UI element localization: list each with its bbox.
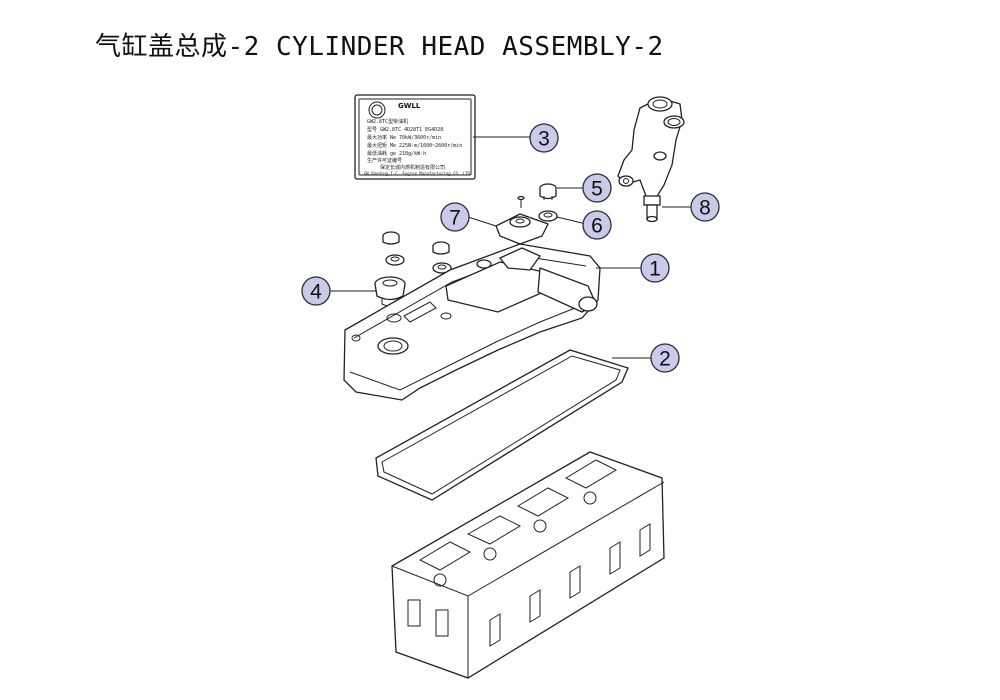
callout-7: 7 bbox=[440, 202, 470, 232]
plate-line-3: 最大功率 Ne 70kW/3600r/min bbox=[367, 134, 441, 141]
plate-line-5: 最低油耗 ge 218g/kW·h bbox=[367, 150, 426, 157]
washer bbox=[538, 210, 558, 222]
callout-bubble bbox=[529, 123, 559, 153]
oil-filler-bolts bbox=[382, 231, 452, 274]
breather-pipe bbox=[617, 96, 685, 223]
page-title: 气缸盖总成-2 CYLINDER HEAD ASSEMBLY-2 bbox=[95, 32, 664, 62]
callout-2: 2 bbox=[650, 343, 680, 373]
callout-bubble bbox=[690, 192, 720, 222]
callout-bubble bbox=[301, 276, 331, 306]
callout-bubble bbox=[650, 343, 680, 373]
callout-8: 8 bbox=[690, 192, 720, 222]
callout-6: 6 bbox=[582, 210, 612, 240]
nameplate: GWLL GW2.8TC型柴油机 型号 GW2.8TC 4D28T1 EG4D2… bbox=[354, 94, 476, 180]
leader-lines bbox=[328, 136, 694, 359]
plate-line-7: 保定长城内燃机制造有限公司 bbox=[380, 164, 445, 171]
plate-line-1: GW2.8TC型柴油机 bbox=[367, 118, 408, 125]
callout-number: 2 bbox=[659, 348, 671, 371]
screw bbox=[517, 195, 525, 208]
plate-line-6: 生产许可证编号 bbox=[367, 157, 402, 164]
callout-4: 4 bbox=[301, 276, 331, 306]
oil-filler-cap bbox=[374, 276, 406, 307]
callout-number: 4 bbox=[310, 281, 322, 304]
callout-number: 6 bbox=[591, 215, 603, 238]
callout-bubble bbox=[582, 210, 612, 240]
callout-number: 5 bbox=[591, 178, 603, 201]
plate-line-2: 型号 GW2.8TC 4D28T1 EG4D28 bbox=[367, 126, 443, 133]
callout-number: 7 bbox=[449, 207, 461, 230]
plate-line-8: GW Baoding I.C. Engine Manufacturing CO.… bbox=[364, 171, 471, 176]
plate-brand: GWLL bbox=[398, 102, 421, 110]
callout-1: 1 bbox=[640, 253, 670, 283]
callout-5: 5 bbox=[582, 173, 612, 203]
callout-bubble bbox=[440, 202, 470, 232]
bolt bbox=[539, 183, 557, 200]
plate-line-4: 最大扭矩 Me 225N·m/1600~2600r/min bbox=[367, 142, 462, 149]
cylinder-head-cover bbox=[343, 243, 601, 401]
callout-number: 8 bbox=[699, 197, 711, 220]
callout-bubble bbox=[640, 253, 670, 283]
cover-gasket bbox=[375, 349, 629, 501]
cylinder-head bbox=[391, 451, 665, 679]
breather-cap bbox=[495, 213, 549, 245]
callout-number: 3 bbox=[538, 128, 550, 151]
callout-3: 3 bbox=[529, 123, 559, 153]
callout-bubble bbox=[582, 173, 612, 203]
callout-number: 1 bbox=[649, 258, 661, 281]
